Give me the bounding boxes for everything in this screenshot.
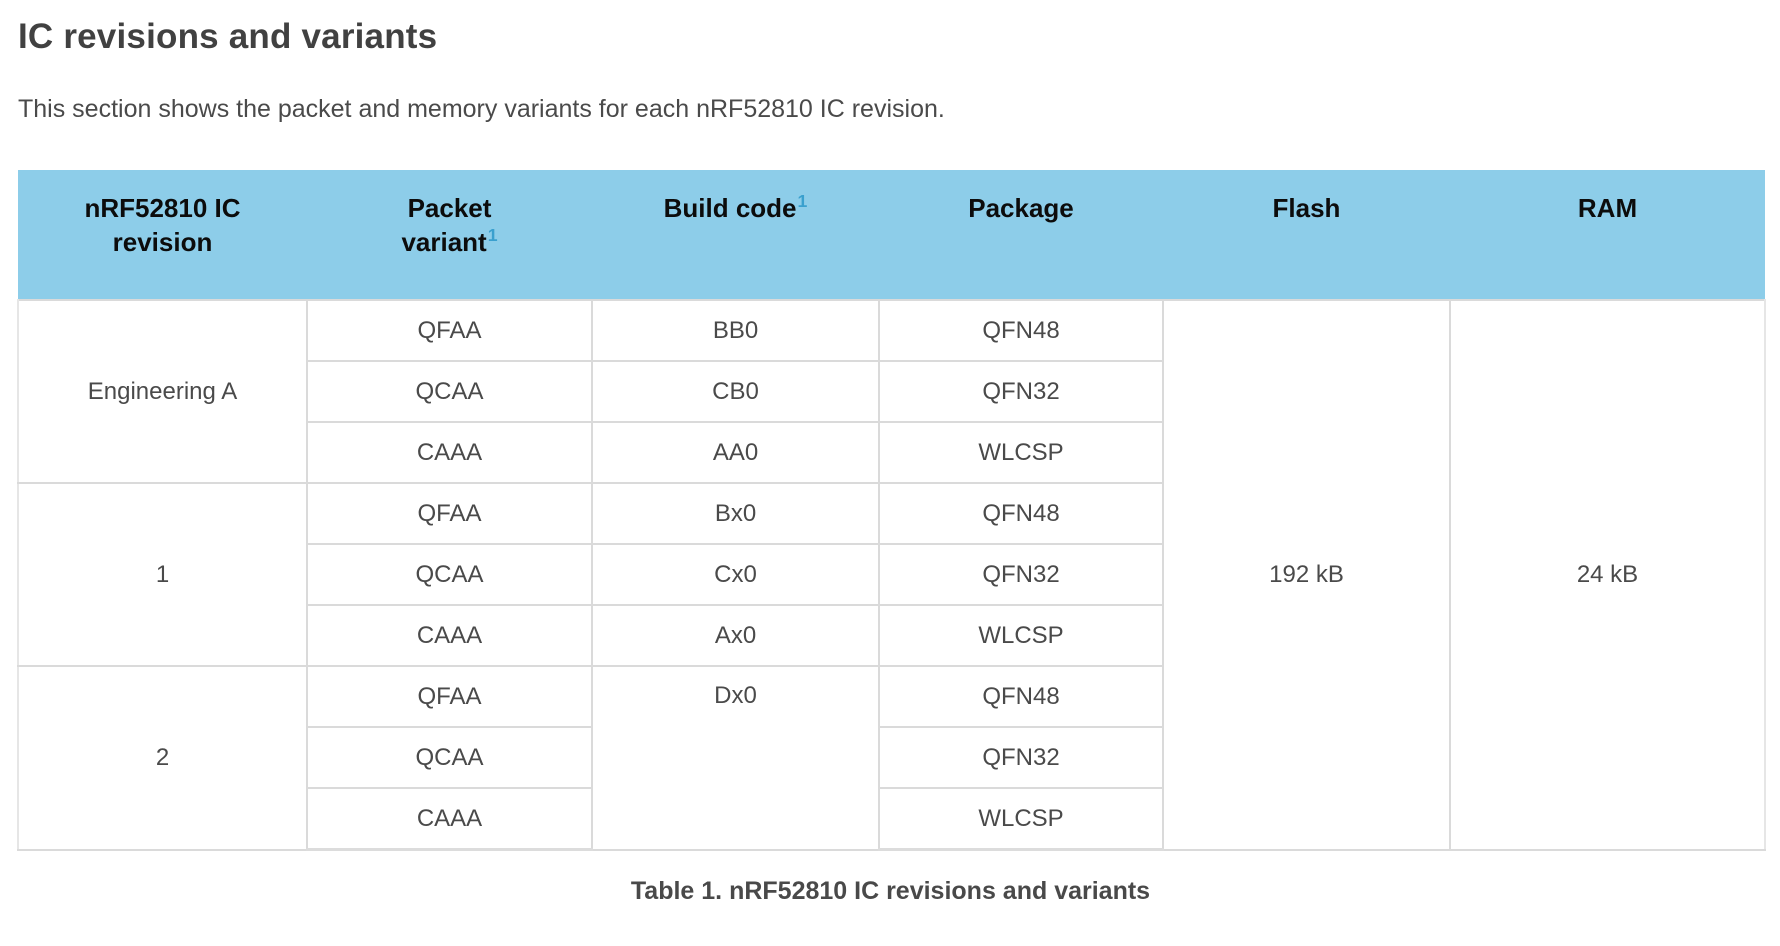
header-label: nRF52810 IC <box>84 193 241 223</box>
cell-ram: 24 kB <box>1449 299 1766 851</box>
intro-text: This section shows the packet and memory… <box>18 95 945 123</box>
cell-build-code: Dx0 <box>591 665 880 851</box>
col-header-package: Package <box>879 170 1163 300</box>
footnote-link[interactable]: 1 <box>797 191 808 212</box>
cell-package: WLCSP <box>878 421 1164 484</box>
table-header-row: nRF52810 IC revision Packet variant1 Bui… <box>18 170 1765 300</box>
header-label: revision <box>112 227 213 257</box>
table-row: QCAA QFN32 <box>18 726 1765 789</box>
col-header-flash: Flash <box>1163 170 1450 300</box>
cell-package: QFN32 <box>878 360 1164 423</box>
col-header-build-code: Build code1 <box>592 170 879 300</box>
col-header-packet-variant: Packet variant1 <box>307 170 592 300</box>
table-row: CAAA WLCSP <box>18 787 1765 851</box>
cell-packet-variant: QFAA <box>306 665 593 728</box>
col-header-revision: nRF52810 IC revision <box>18 170 307 300</box>
cell-flash: 192 kB <box>1162 299 1451 851</box>
ic-revisions-table: nRF52810 IC revision Packet variant1 Bui… <box>17 170 1766 851</box>
cell-packet-variant: CAAA <box>306 604 593 667</box>
table-row: 1 QFAA Bx0 QFN48 <box>17 482 1765 667</box>
cell-build-code: Ax0 <box>591 604 880 667</box>
cell-package: QFN32 <box>878 543 1164 606</box>
cell-revision: 1 <box>17 482 308 667</box>
table-caption: Table 1. nRF52810 IC revisions and varia… <box>630 877 1151 905</box>
cell-package: QFN48 <box>878 299 1164 362</box>
table-row: 2 QFAA Dx0 QFN48 <box>17 665 1765 851</box>
table-row: CAAA Ax0 WLCSP <box>18 604 1765 667</box>
header-label: RAM <box>1577 193 1638 223</box>
table-row: QCAA Cx0 QFN32 <box>18 543 1765 606</box>
cell-build-code: BB0 <box>591 299 880 362</box>
cell-build-code: AA0 <box>591 421 880 484</box>
cell-packet-variant: CAAA <box>306 787 593 851</box>
cell-packet-variant: QCAA <box>306 543 593 606</box>
cell-build-code: CB0 <box>591 360 880 423</box>
cell-revision: 2 <box>17 665 308 851</box>
cell-packet-variant: QFAA <box>306 482 593 545</box>
page-title: IC revisions and variants <box>18 17 438 56</box>
cell-package: WLCSP <box>878 787 1164 851</box>
cell-packet-variant: QFAA <box>306 299 593 362</box>
cell-build-code: Cx0 <box>591 543 880 606</box>
header-label: Packet <box>407 193 492 223</box>
cell-revision: Engineering A <box>17 299 308 484</box>
cell-package: QFN48 <box>878 482 1164 545</box>
col-header-ram: RAM <box>1450 170 1765 300</box>
header-label: Flash <box>1272 193 1341 223</box>
cell-packet-variant: CAAA <box>306 421 593 484</box>
header-label: Package <box>968 193 1074 223</box>
cell-package: QFN32 <box>878 726 1164 789</box>
header-label: variant <box>401 227 487 257</box>
footnote-link[interactable]: 1 <box>487 225 498 246</box>
cell-packet-variant: QCAA <box>306 360 593 423</box>
cell-package: QFN48 <box>878 665 1164 728</box>
table-row: CAAA AA0 WLCSP <box>18 421 1765 484</box>
cell-build-code: Bx0 <box>591 482 880 545</box>
cell-package: WLCSP <box>878 604 1164 667</box>
cell-packet-variant: QCAA <box>306 726 593 789</box>
header-label: Build code <box>663 193 797 223</box>
table-row: Engineering A QFAA BB0 QFN48 192 kB 24 k… <box>17 299 1766 851</box>
table-row: QCAA CB0 QFN32 <box>18 360 1765 423</box>
